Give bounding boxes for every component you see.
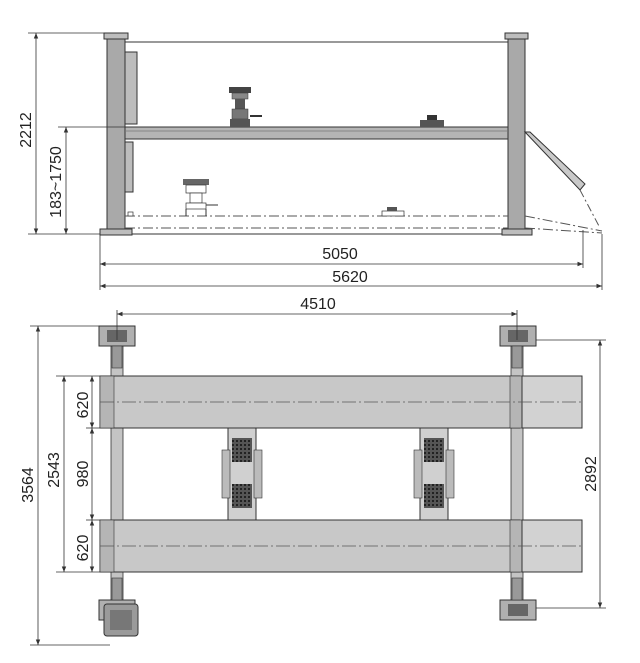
turntable-lowered [381, 207, 405, 217]
turntable-raised [420, 115, 444, 127]
side-view: 2212 183~1750 5050 5620 [18, 32, 603, 290]
top-view: 4510 3564 2543 620 980 620 2892 [20, 296, 606, 646]
left-post-cap [103, 32, 129, 40]
post-bottom-right [499, 577, 537, 621]
jack-left-top-view [221, 427, 263, 521]
dim-post-spacing-length: 4510 [300, 296, 336, 313]
ramp-raised [523, 131, 586, 191]
dim-overall-width: 3564 [20, 467, 37, 503]
left-post-base [99, 228, 133, 236]
jack-lowered [183, 179, 218, 216]
runway-upper [99, 375, 583, 429]
right-post-cap [504, 32, 529, 40]
post-top-right [499, 325, 537, 369]
dim-outer-runway-width: 2543 [46, 452, 63, 488]
left-post [106, 35, 126, 235]
runway-raised [124, 126, 509, 140]
jack-right-top-view [413, 427, 455, 521]
dim-runway-gap: 980 [75, 461, 92, 488]
dim-post-spacing-width: 2892 [583, 456, 600, 492]
dim-runway-width-upper: 620 [75, 392, 92, 419]
dim-lift-height-range: 183~1750 [48, 146, 65, 218]
right-post [507, 35, 526, 235]
dim-inner-length: 5050 [322, 246, 358, 263]
ramp-swing-line [579, 189, 601, 229]
dim-overall-height: 2212 [18, 112, 35, 148]
right-post-base [501, 228, 533, 236]
dim-runway-width-lower: 620 [75, 535, 92, 562]
jack-raised [229, 87, 262, 127]
control-box [124, 51, 138, 125]
runway-lower [99, 519, 583, 573]
motor-unit-side [124, 141, 134, 193]
dim-overall-length: 5620 [332, 269, 368, 286]
